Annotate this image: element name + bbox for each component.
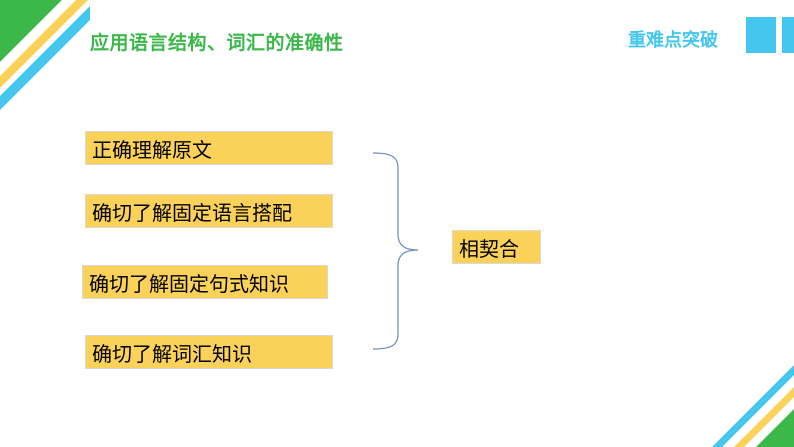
item-box-2: 确切了解固定语言搭配 [85, 194, 333, 228]
curly-brace-connector [372, 152, 419, 350]
header-bar-wide [746, 17, 776, 53]
item-box-3: 确切了解固定句式知识 [82, 265, 328, 299]
result-box: 相契合 [452, 230, 541, 264]
corner-stripes-top-left [0, 0, 90, 110]
item-box-1: 正确理解原文 [85, 131, 333, 165]
item-box-4: 确切了解词汇知识 [85, 335, 333, 369]
slide-title: 应用语言结构、词汇的准确性 [90, 32, 344, 54]
corner-stripes-bottom-right [712, 365, 794, 447]
header-bar-narrow [782, 17, 794, 53]
section-label: 重难点突破 [628, 30, 718, 51]
